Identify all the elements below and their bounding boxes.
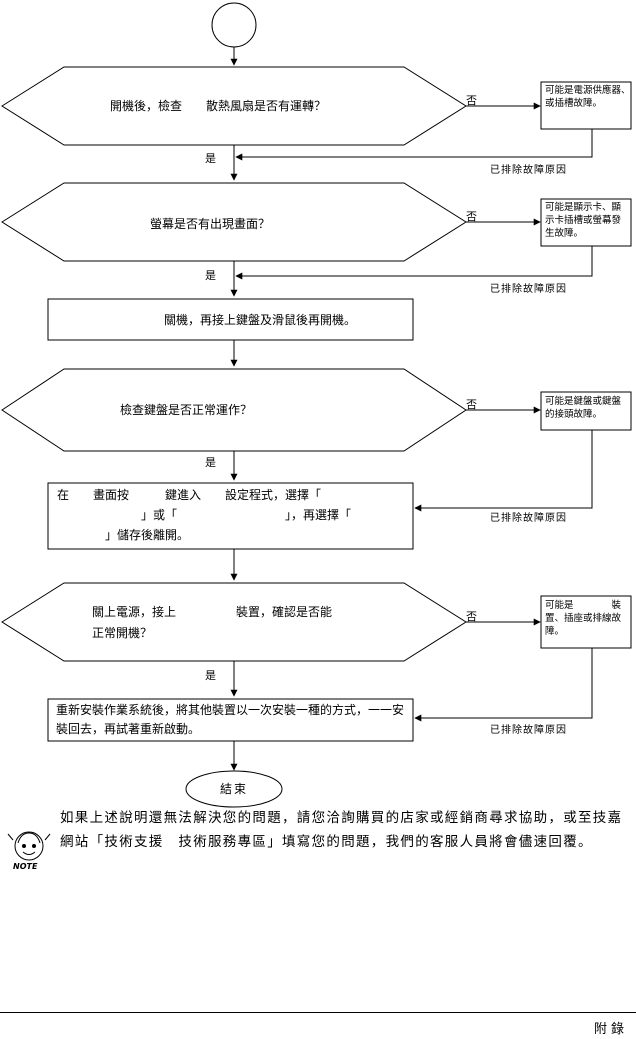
end-text: 結束: [219, 782, 248, 796]
yes-label-1: 是: [205, 152, 216, 165]
no-label-3: 否: [466, 398, 477, 411]
fixed-label-3: 已排除故障原因: [490, 513, 567, 524]
return-line-2: [235, 246, 593, 280]
fault-2-box: [540, 198, 632, 247]
no-label-4: 否: [466, 610, 477, 623]
note-text: 如果上述說明還無法解決您的問題，請您洽詢購買的店家或經銷商尋求協助，或至技嘉網站…: [60, 810, 623, 850]
fault-3-box: [540, 391, 632, 431]
process-1-text: 關機，再接上鍵盤及滑鼠後再開機。: [163, 313, 356, 327]
start-node: [211, 2, 257, 48]
fault-1-text: 可能是電源供應器、 或插槽故障。: [545, 85, 636, 109]
process-3-text: 重新安裝作業系統後，將其他裝置以一次安裝一種的方式，一一安裝回去，再試著重新啟動…: [56, 703, 405, 736]
fixed-label-4: 已排除故障原因: [490, 725, 567, 736]
process-2-box: [47, 482, 414, 550]
decision-4-shape: [1, 582, 467, 662]
process-2-text-line3: 」儲存後離開。: [57, 528, 190, 542]
decision-2-text: 螢幕是否有出現畫面？: [150, 217, 271, 231]
process-1-box: [47, 298, 414, 341]
fault-4-text: 可能是 裝置、插座或排線故障。: [545, 600, 622, 637]
end-node: [185, 770, 283, 808]
fault-2-text: 可能是顯示卡、顯示卡插槽或螢幕發生故障。: [545, 202, 622, 239]
footer-rule: [0, 1012, 636, 1013]
fault-1-box: [540, 81, 632, 130]
decision-4-text-line2: 正常開機？: [92, 626, 153, 640]
yes-label-4: 是: [205, 669, 216, 682]
return-line-1: [235, 129, 593, 161]
fault-3-text: 可能是鍵盤或鍵盤的接頭故障。: [545, 396, 622, 420]
note-icon-label: NOTE: [13, 862, 38, 871]
fault-4-box: [540, 595, 632, 649]
no-label-2: 否: [466, 210, 477, 223]
fixed-label-2: 已排除故障原因: [490, 284, 567, 295]
yes-label-3: 是: [205, 456, 216, 469]
return-line-4: [414, 648, 593, 722]
fixed-label-1: 已排除故障原因: [490, 165, 567, 176]
footer-label: 附錄: [593, 1022, 628, 1037]
process-3-box: [47, 698, 414, 742]
decision-1-text: 開機後，檢查 散熱風扇是否有運轉？: [110, 99, 327, 113]
no-label-1: 否: [466, 94, 477, 107]
yes-label-2: 是: [205, 269, 216, 282]
return-line-3: [414, 430, 593, 512]
decision-4-text-line1: 關上電源，接上 裝置，確認是否能: [92, 605, 333, 619]
decision-3-text: 檢查鍵盤是否正常運作？: [120, 403, 253, 417]
note-icon: [7, 831, 51, 861]
process-2-text-line2: 」或「 」，再選擇「: [57, 508, 352, 522]
process-2-text-line1: 在 畫面按 鍵進入 設定程式，選擇「: [57, 488, 322, 502]
